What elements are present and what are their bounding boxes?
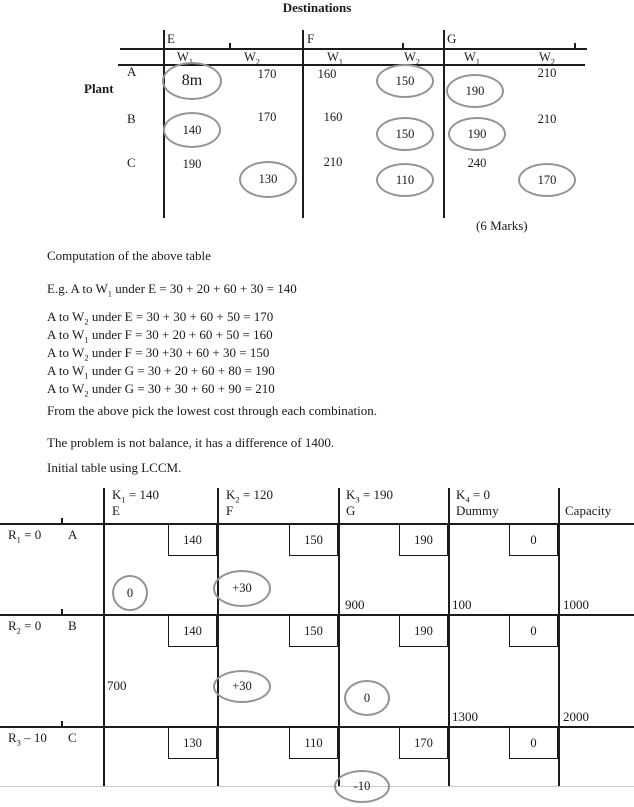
cost-box: 170 [399,727,448,759]
col-name: G [346,503,356,518]
table-line [61,518,63,523]
table-line [558,488,560,786]
initial-note: Initial table using LCCM. [47,460,182,475]
computation-line: A to W2 under E = 30 + 30 + 60 + 50 = 17… [47,309,274,327]
col-group-label-e: E [167,31,175,46]
cost-box: 140 [168,524,217,556]
k-header: K2 = 120 [226,487,273,505]
row-label-c: C [127,155,136,170]
col-header-w1: W1 [463,50,481,67]
table-line [402,43,404,48]
cell-value: 210 [537,66,557,80]
computation-title: Computation of the above table [47,248,211,263]
computation-line: A to W1 under F = 30 + 20 + 60 + 50 = 16… [47,327,273,345]
row-label-a: A [68,527,78,542]
computation-line: A to W2 under G = 30 + 30 + 60 + 90 = 21… [47,381,275,399]
circled-adjustment: 0 [112,575,148,611]
allocation-value: 900 [345,597,365,612]
row-label-b: B [127,111,136,126]
allocation-value: 1300 [452,709,478,724]
circled-adjustment: +30 [213,670,271,703]
col-header-w2: W2 [403,50,421,67]
cell-value: 160 [317,67,337,81]
k-header: K3 = 190 [346,487,393,505]
col-name: F [226,503,234,518]
col-header-w2: W2 [538,50,556,67]
circled-adjustment: +30 [213,570,271,607]
cell-value: 160 [323,110,343,124]
table-line [229,43,231,48]
cost-box: 190 [399,615,448,647]
cell-value: 190 [182,157,202,171]
row-label-c: C [68,730,77,745]
cost-box: 0 [509,615,558,647]
k-header: K1 = 140 [112,487,159,505]
cost-box: 0 [509,727,558,759]
cost-box: 150 [289,615,338,647]
col-header-w2: W2 [243,50,261,67]
cell-value: 210 [323,155,343,169]
table-line [61,721,63,726]
capacity-header: Capacity [565,503,612,518]
capacity-value: 1000 [563,597,589,612]
col-name: E [112,503,120,518]
cost-box: 140 [168,615,217,647]
table-line [448,488,450,786]
col-group-label-g: G [447,31,457,46]
r-label: R1 = 0 [8,527,42,545]
row-label-a: A [127,64,137,79]
k-header: K4 = 0 [456,487,490,505]
cell-value: 210 [537,112,557,126]
circled-cell-value: 150 [376,117,434,151]
allocation-value: 100 [452,597,472,612]
col-header-w1: W1 [176,50,194,67]
cell-value: 170 [257,110,277,124]
r-label: R2 = 0 [8,618,42,636]
table-line [0,786,634,787]
cost-box: 0 [509,524,558,556]
computation-line: E.g. A to W1 under E = 30 + 20 + 60 + 30… [47,281,297,299]
balance-note: The problem is not balance, it has a dif… [47,435,335,450]
circled-cell-value: 170 [518,163,576,197]
marks-note: (6 Marks) [476,218,528,233]
plant-label: Plant [84,81,114,96]
table-line [61,609,63,614]
cost-box: 150 [289,524,338,556]
table-line [338,488,340,786]
cost-box: 130 [168,727,217,759]
circled-cell-value: 150 [376,64,434,98]
circled-adjustment: 0 [344,680,390,716]
cell-value: 240 [467,156,487,170]
row-label-b: B [68,618,77,633]
col-group-label-f: F [307,31,315,46]
circled-cell-value: 190 [446,74,504,108]
table-line [217,488,219,786]
circled-adjustment: -10 [334,770,390,803]
circled-cell-value: 140 [163,112,221,148]
allocation-value: 700 [107,678,127,693]
cell-value: 170 [257,67,277,81]
table-line [118,64,585,66]
table-line [120,48,587,50]
circled-cell-value: 8m [162,62,222,100]
computation-line: A to W2 under F = 30 +30 + 60 + 30 = 150 [47,345,270,363]
cost-box: 190 [399,524,448,556]
col-header-w1: W1 [326,50,344,67]
pick-note: From the above pick the lowest cost thro… [47,403,377,418]
r-label: R3 – 10 [8,730,47,748]
cost-box: 110 [289,727,338,759]
table-line [574,43,576,48]
circled-cell-value: 190 [448,117,506,151]
circled-cell-value: 130 [239,161,297,198]
table-line [103,488,105,786]
circled-cell-value: 110 [376,163,434,197]
table-line [302,30,304,218]
computation-line: A to W1 under G = 30 + 20 + 60 + 80 = 19… [47,363,275,381]
col-name: Dummy [456,503,499,518]
capacity-value: 2000 [563,709,589,724]
table-line [443,30,445,218]
page-title: Destinations [282,0,352,15]
